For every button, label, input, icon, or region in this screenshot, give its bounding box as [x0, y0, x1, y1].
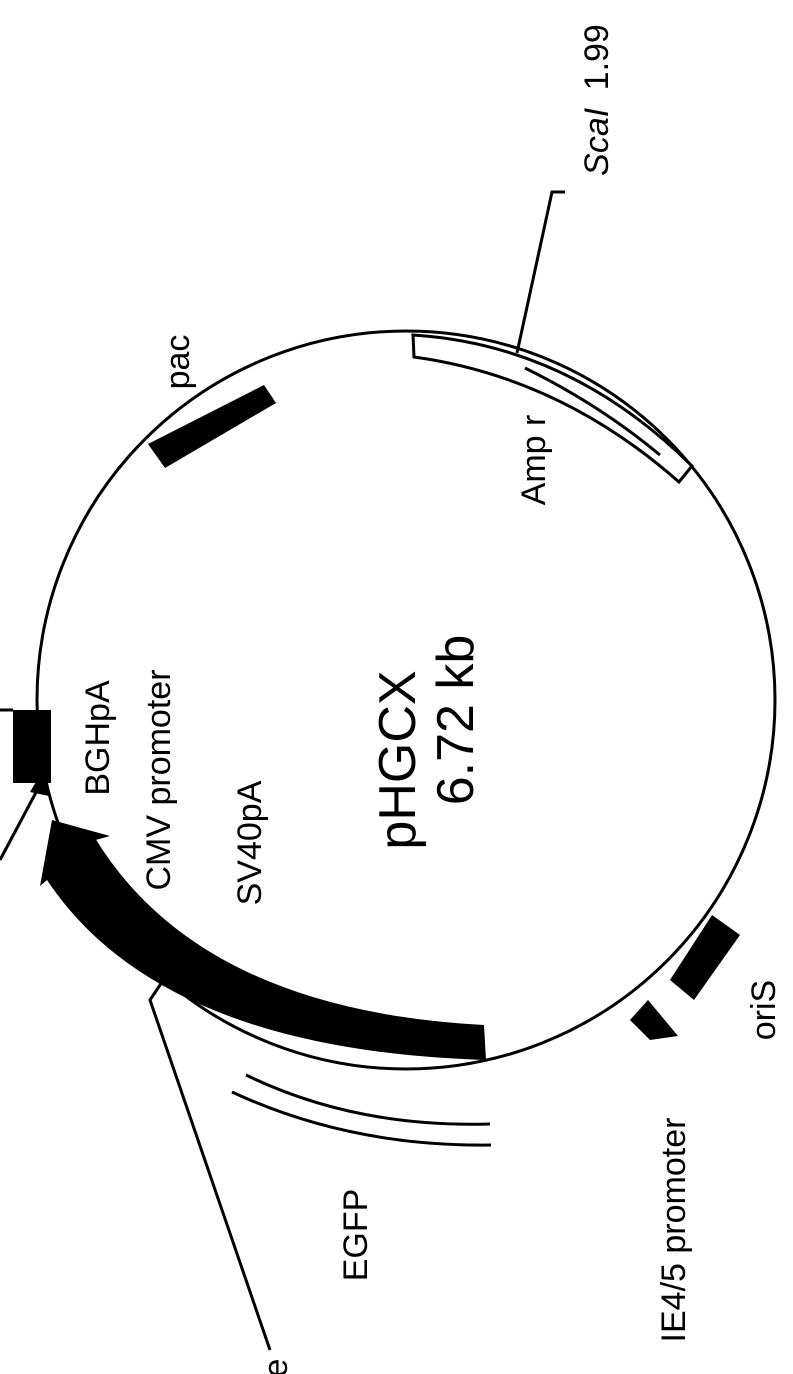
scai-label: ScaI 1.99: [578, 24, 616, 176]
egfp-arc-outer: [231, 1090, 492, 1147]
cmv-egfp-arrow: [40, 820, 486, 1060]
egfp-arc-inner: [245, 1073, 491, 1126]
ie45-promoter-label: IE4/5 promoter: [655, 1118, 693, 1343]
cmv-promoter-label: CMV promoter: [140, 669, 178, 890]
plasmid-backbone: [35, 329, 777, 1071]
bghpa-feature: [13, 710, 51, 783]
amp-inner-arc: [524, 366, 661, 457]
pointer-line-lower: [148, 954, 272, 1351]
pointer-line-upper: [0, 782, 43, 861]
oris-feature: [670, 915, 740, 1000]
partial-label-bottom-left: e: [257, 1359, 295, 1374]
ie45-promoter-arrow: [630, 1000, 678, 1040]
plasmid-size-label: 6.72 kb: [427, 635, 485, 806]
scai-site-line: [515, 190, 565, 354]
pac-feature: [148, 385, 276, 468]
amp-feature: [411, 333, 695, 485]
pointer-arrowhead-upper: [30, 770, 49, 796]
scai-name: ScaI: [578, 107, 616, 176]
plasmid-name-label: pHGCX: [369, 670, 427, 849]
bghpa-label: BGHpA: [79, 680, 117, 796]
amp-label: Amp r: [515, 415, 553, 506]
oris-label: oriS: [745, 980, 783, 1040]
sv40pa-label: SV40pA: [231, 780, 269, 905]
pac-label: pac: [159, 335, 197, 390]
egfp-label: EGFP: [337, 1189, 375, 1282]
scai-pos: 1.99: [578, 24, 616, 90]
